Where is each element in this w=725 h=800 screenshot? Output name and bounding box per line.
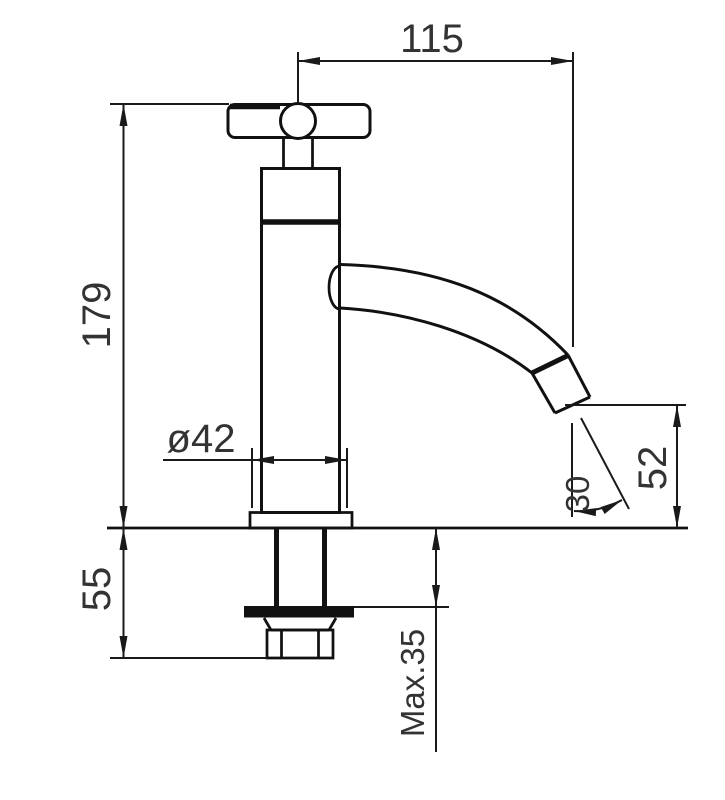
- dim-label-30: 30: [559, 476, 596, 513]
- angle-ref-slant: [580, 417, 630, 510]
- dimension-base-diameter: ø42: [163, 417, 348, 508]
- dimension-total-height: 179: [75, 103, 229, 528]
- base-plate: [248, 511, 354, 530]
- angle-arc: [573, 499, 623, 517]
- dimension-outlet-height: 52: [565, 404, 686, 528]
- spout-lower-edge: [339, 306, 533, 375]
- dimension-max-deck-thickness: Max.35: [354, 528, 449, 752]
- collar-right: [327, 617, 338, 631]
- dimension-under-deck: 55: [75, 528, 267, 659]
- spout-root-cap: [327, 264, 341, 311]
- dim-label-55: 55: [75, 567, 119, 612]
- handle-hub-circle: [279, 102, 317, 140]
- dimension-spout-reach: 115: [297, 17, 574, 347]
- spout-upper-edge: [339, 263, 570, 357]
- dim-label-115: 115: [400, 17, 464, 61]
- dimension-spout-angle: 30: [559, 417, 630, 517]
- mounting-nut: [265, 628, 335, 660]
- collar-left: [262, 617, 273, 631]
- dim-label-179: 179: [75, 282, 119, 349]
- aerator-joint-line: [530, 353, 570, 376]
- dim-label-max35: Max.35: [394, 629, 431, 737]
- dim-label-42: ø42: [167, 417, 236, 461]
- washer-flange: [244, 606, 354, 618]
- faucet-outline: [107, 102, 688, 660]
- dim-label-52: 52: [631, 446, 675, 491]
- aerator-left-side: [530, 372, 557, 414]
- aerator-right-side: [566, 354, 592, 398]
